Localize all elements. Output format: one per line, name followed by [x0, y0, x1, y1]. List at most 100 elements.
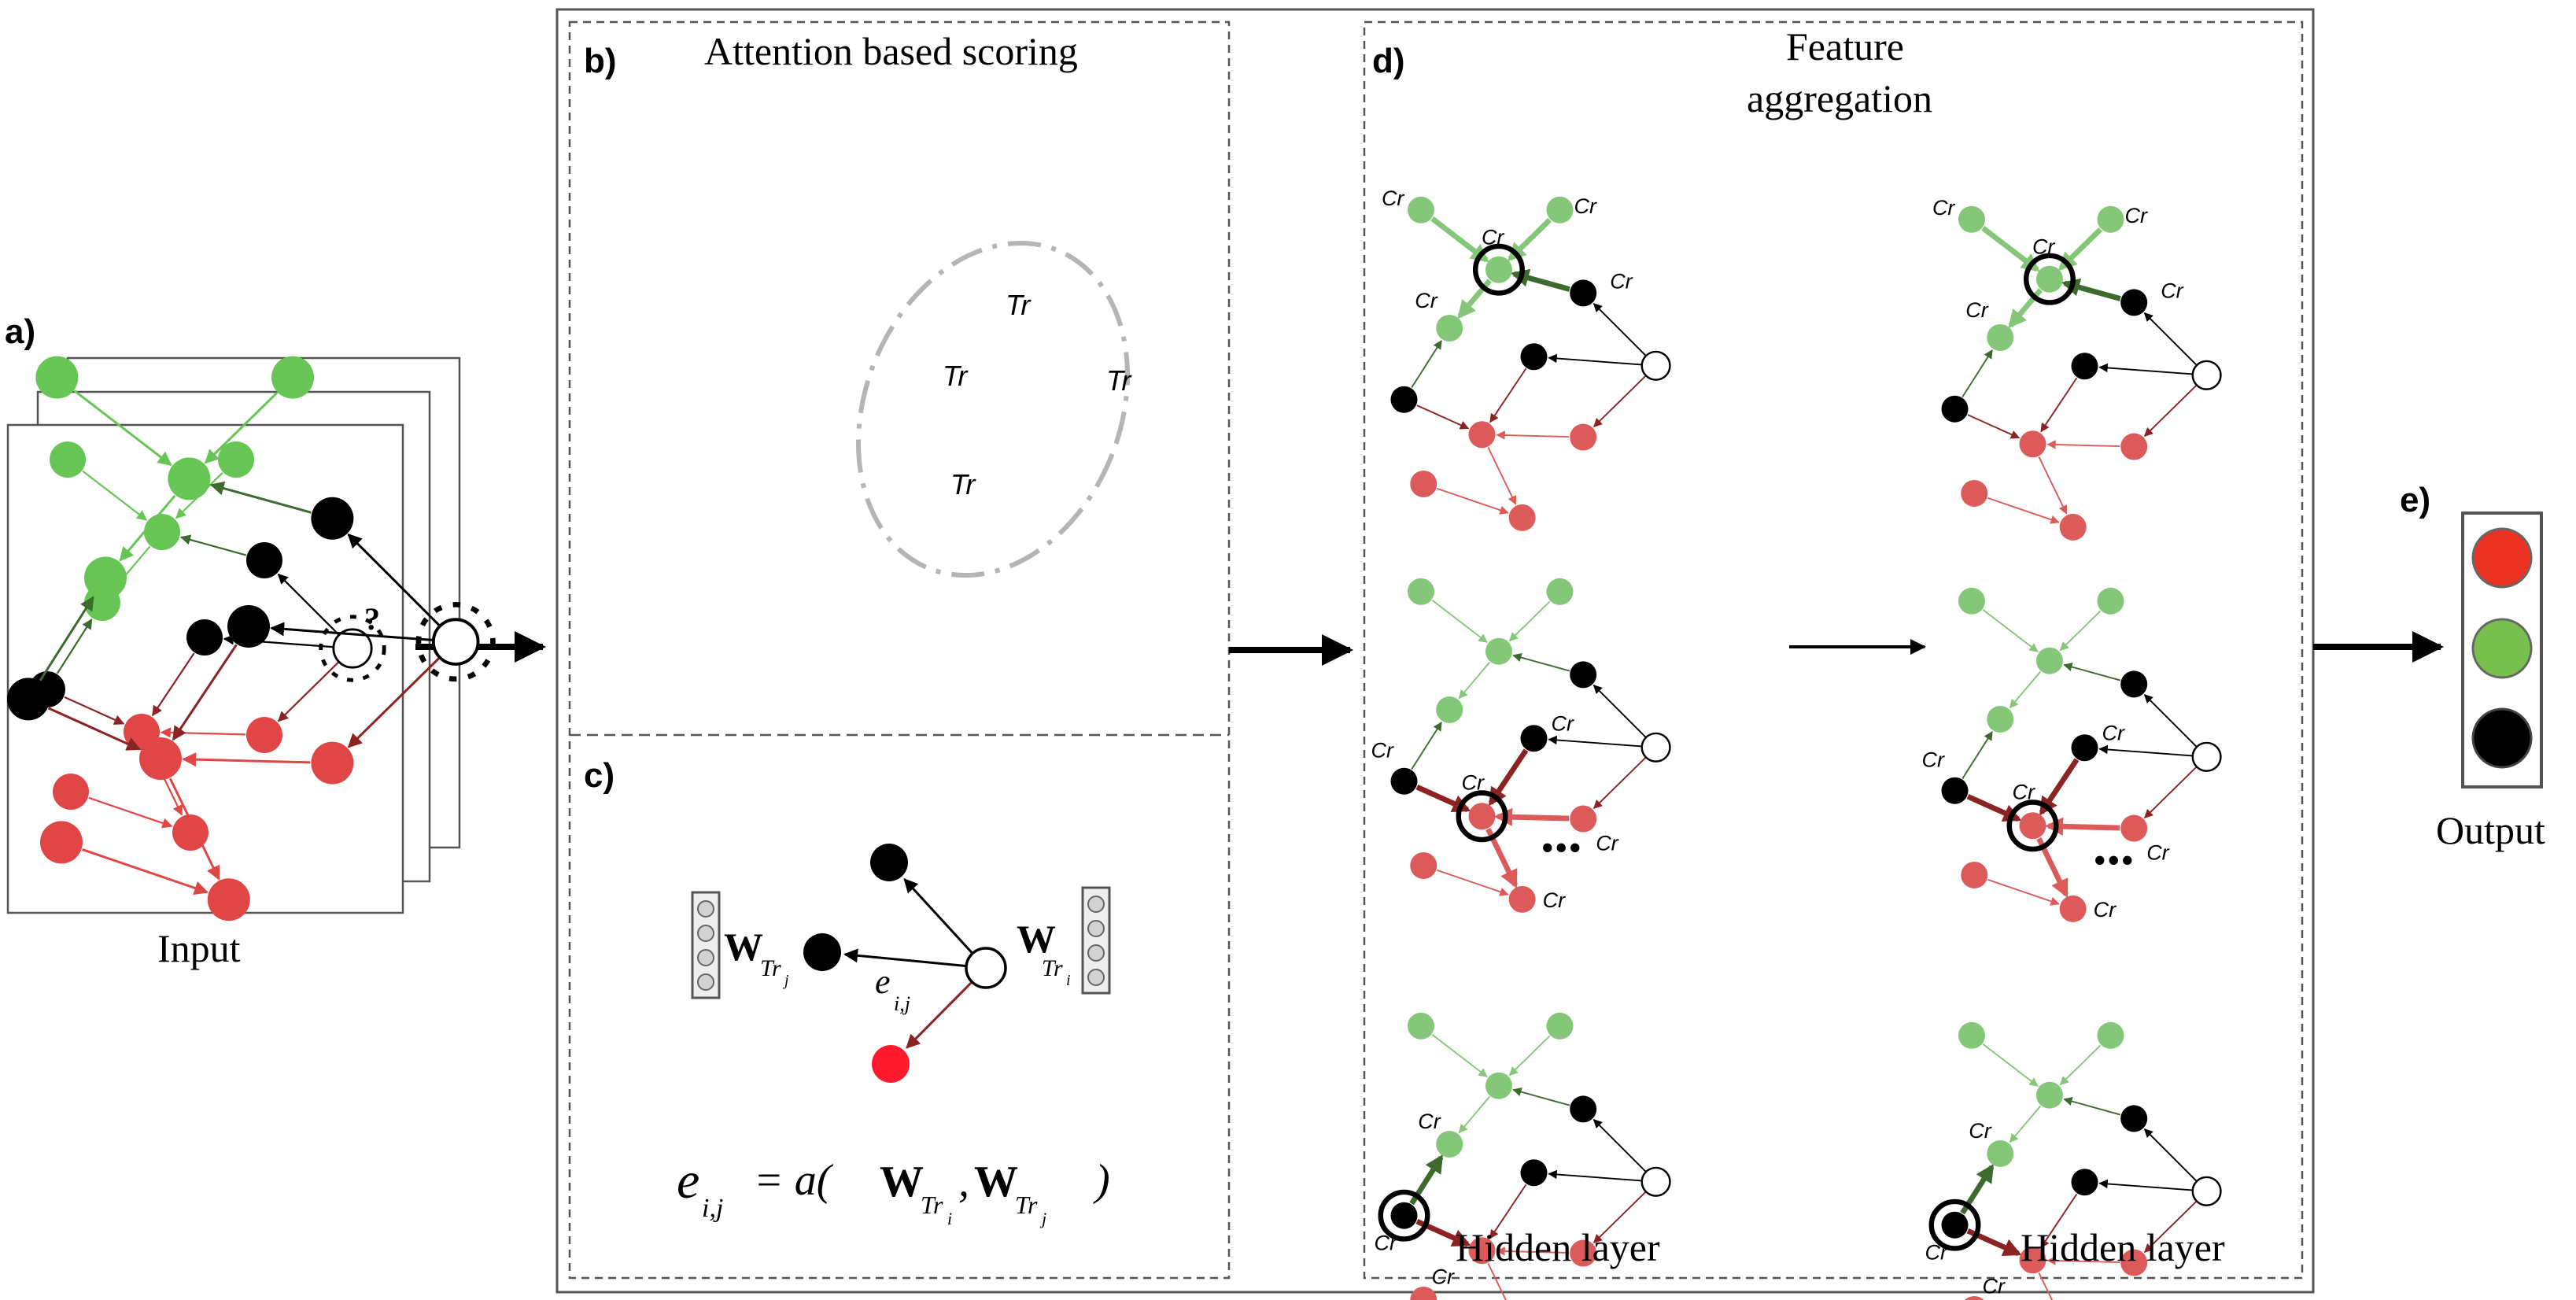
input-title: Input [157, 926, 241, 970]
graph-edge [1487, 447, 1517, 505]
graph-node-black [186, 619, 223, 656]
mini-edge [903, 878, 973, 954]
graph-node-black [1520, 725, 1548, 752]
graph-edge [270, 622, 434, 642]
graph-node-black [2071, 734, 2098, 762]
cr-label: Cr [2032, 235, 2055, 259]
hidden-layer-left-title: Hidden layer [1456, 1225, 1660, 1269]
graph-edge [1512, 1088, 1570, 1106]
unlabeled-node [2191, 741, 2222, 772]
graph-node-red [2120, 814, 2148, 842]
graph-node-black [1941, 395, 1969, 423]
formula-w1: W [880, 1158, 924, 1206]
graph-node-red [1508, 885, 1536, 913]
graph-edge [1411, 340, 1442, 389]
unlabeled-node [2191, 360, 2222, 390]
weight-i-sub: Tr [1042, 955, 1063, 981]
graph-node-green [50, 441, 86, 478]
graph-node-green [218, 441, 254, 478]
cr-label: Cr [1922, 748, 1945, 772]
graph-node-red [139, 737, 182, 780]
aggregation-graph-black [1378, 1012, 1671, 1300]
formula-a: = a( [754, 1156, 834, 1205]
graph-node-green [2097, 587, 2124, 615]
graph-edge [1592, 756, 1647, 810]
graph-edge [1548, 353, 1642, 366]
graph-node-green [1958, 205, 1985, 233]
graph-node-black [1570, 1095, 1597, 1123]
tr-label-4: Tr [950, 468, 976, 500]
graph-node-red [1468, 1237, 1496, 1265]
graph-edge [1962, 731, 1993, 780]
graph-edge [1508, 1035, 1551, 1077]
graph-edge [1982, 608, 2039, 652]
output-title: Output [2436, 808, 2545, 852]
graph-node-black [2120, 289, 2148, 316]
graph-node-green [1485, 1072, 1512, 1099]
graph-edge [82, 470, 148, 521]
formula-e: e [677, 1152, 699, 1210]
graph-node-red [1570, 805, 1597, 833]
target-node-ring [1472, 243, 1525, 296]
aggregation-graph-red [1941, 587, 2222, 922]
graph-node-red [1965, 1295, 1984, 1300]
mini-edge [906, 981, 972, 1049]
graph-edge [1488, 748, 1529, 807]
graph-node-green [1436, 314, 1463, 342]
cr-label: Cr [1382, 187, 1404, 210]
graph-edge [56, 618, 93, 674]
unlabeled-node [431, 618, 480, 666]
aggregation-panel-frame [1363, 20, 2304, 1280]
uncertain-ring [415, 602, 496, 682]
graph-node-black [227, 605, 270, 648]
formula-w2-sub: Tr [1015, 1191, 1038, 1219]
graph-edge [1458, 1095, 1491, 1134]
target-node-ring [2006, 800, 2059, 852]
graph-edge [182, 752, 311, 767]
cr-label: Cr [1462, 770, 1485, 794]
graph-edge [1436, 869, 1509, 896]
graph-node-green [2035, 647, 2063, 674]
graph-node-red [1468, 803, 1496, 830]
graph-edge [2046, 1256, 2120, 1265]
graph-edge [1512, 653, 1570, 672]
weight-j-sub-index: j [782, 972, 789, 989]
graph-edge [1508, 600, 1551, 642]
aggregation-graph-green [1941, 205, 2222, 541]
mini-node [803, 933, 841, 971]
label-e: e) [2400, 481, 2430, 519]
graph-node-red [246, 717, 282, 753]
graph-node-green [271, 356, 314, 399]
formula-comma: , [958, 1158, 969, 1206]
graph-edge [2046, 440, 2120, 449]
graph-edge [73, 390, 172, 466]
graph-edge [1981, 226, 2040, 272]
uncertain-ring [319, 615, 386, 682]
graph-edge [1487, 1263, 1507, 1300]
graph-edge [39, 596, 94, 681]
graph-node-red [207, 878, 250, 921]
cr-label: Cr [2013, 780, 2035, 803]
graph-node-red [2120, 433, 2148, 460]
graph-node-red [2019, 1246, 2046, 1274]
graph-node-red [2019, 430, 2046, 458]
graph-edge [1458, 661, 1491, 700]
graph-node-green [1958, 1021, 1985, 1049]
graph-edge [1592, 1119, 1647, 1173]
graph-node-green [1987, 1139, 2014, 1167]
graph-node-green [1436, 1130, 1463, 1158]
attention-title: Attention based scoring [704, 29, 1078, 73]
tr-label-3: Tr [1106, 364, 1132, 397]
mini-node [870, 844, 908, 881]
graph-edge [2038, 1272, 2054, 1300]
edge-score-symbol: e [875, 962, 891, 1001]
formula-w1-sub: Tr [921, 1191, 943, 1219]
weight-i-sub-index: i [1066, 972, 1071, 989]
graph-edge [2098, 744, 2193, 757]
graph-node-red [40, 821, 83, 864]
graph-edge [2143, 1128, 2198, 1182]
cr-label: Cr [1610, 269, 1633, 293]
graph-edge [1987, 878, 2060, 906]
aggregation-graph-black [1928, 1021, 2222, 1300]
